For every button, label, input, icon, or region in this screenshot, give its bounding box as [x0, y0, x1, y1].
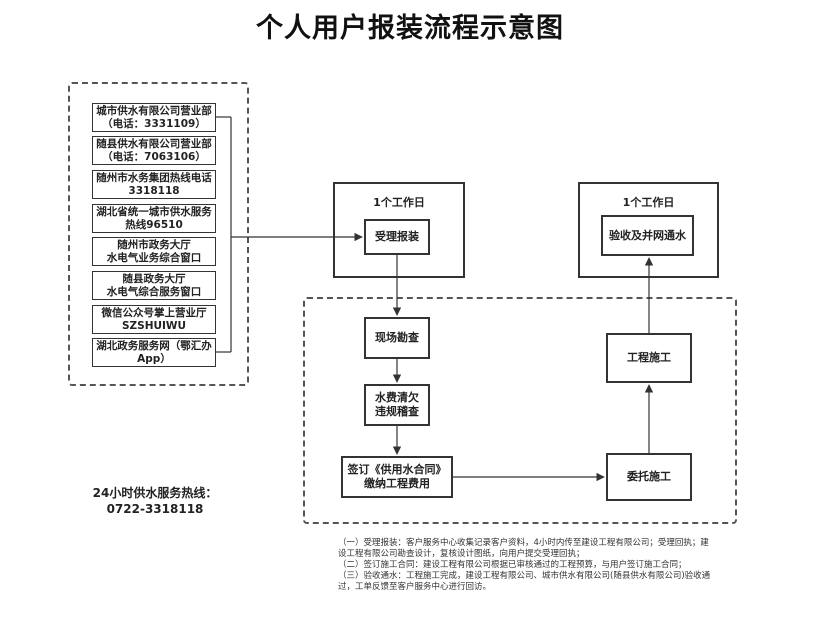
process-notes: （一）受理报装：客户服务中心收集记录客户资料，4小时内传至建设工程有限公司；受理…: [338, 538, 713, 593]
workday-frame-accept: [333, 182, 465, 278]
channel-item: 随州市水务集团热线电话 3318118: [92, 170, 216, 199]
note-item: （二）签订施工合同：建设工程有限公司根据已审核通过的工程预算，与用户签订施工合同…: [338, 560, 687, 570]
hotline-number: 0722-3318118: [106, 502, 204, 516]
workday-label-acceptance: 1个工作日: [622, 196, 675, 209]
step-arrears-label: 违规稽查: [375, 405, 419, 418]
channel-detail: （电话：7063106）: [102, 150, 206, 163]
step-arrears: 水费清欠 违规稽查: [364, 384, 430, 426]
service-hotline: 24小时供水服务热线： 0722-3318118: [80, 485, 230, 517]
step-survey-label: 现场勘查: [375, 331, 419, 344]
step-acceptance-label: 验收及并网通水: [609, 228, 686, 242]
step-arrears-label: 水费清欠: [375, 391, 419, 404]
process-group: [303, 297, 737, 524]
channel-detail: 水电气业务综合窗口: [106, 251, 202, 264]
channel-item: 随县供水有限公司营业部 （电话：7063106）: [92, 136, 216, 165]
channel-detail: App）: [137, 352, 171, 365]
channel-detail: SZSHUIWU: [121, 319, 187, 332]
page-title: 个人用户报装流程示意图: [256, 13, 564, 44]
channel-item: 湖北省统一城市供水服务 热线96510: [92, 204, 216, 233]
channel-item: 城市供水有限公司营业部 （电话：3331109）: [92, 103, 216, 132]
channel-group: [68, 82, 249, 386]
channel-detail: 热线96510: [125, 218, 183, 231]
channel-label: 随县政务大厅: [122, 272, 186, 285]
hotline-label: 24小时供水服务热线：: [92, 486, 218, 500]
step-contract-label: 签订《供用水合同》: [347, 463, 447, 476]
step-construction: 工程施工: [606, 333, 692, 383]
step-entrust-label: 委托施工: [627, 470, 671, 483]
step-contract: 签订《供用水合同》 缴纳工程费用: [341, 456, 453, 498]
channel-label: 城市供水有限公司营业部: [96, 104, 212, 117]
step-acceptance: 验收及并网通水: [601, 215, 694, 256]
note-item: （三）验收通水：工程施工完成，建设工程有限公司、城市供水有限公司(随县供水有限公…: [338, 571, 711, 592]
channel-detail: （电话：3331109）: [102, 117, 206, 130]
workday-label-accept: 1个工作日: [373, 196, 425, 209]
step-construction-label: 工程施工: [627, 351, 671, 364]
channel-detail: 3318118: [128, 184, 180, 197]
step-entrust: 委托施工: [606, 453, 692, 501]
channel-bracket: [216, 116, 232, 353]
channel-label: 湖北政务服务网（鄂汇办: [96, 339, 212, 352]
channel-detail: 水电气综合服务窗口: [106, 285, 202, 298]
channel-label: 随州市政务大厅: [117, 238, 191, 251]
note-item: （一）受理报装：客户服务中心收集记录客户资料，4小时内传至建设工程有限公司；受理…: [338, 538, 709, 559]
channel-label: 湖北省统一城市供水服务: [96, 205, 212, 218]
channel-label: 随县供水有限公司营业部: [96, 137, 212, 150]
channel-label: 随州市水务集团热线电话: [96, 171, 212, 184]
step-contract-label: 缴纳工程费用: [364, 477, 430, 490]
channel-item: 微信公众号掌上营业厅 SZSHUIWU: [92, 305, 216, 334]
channel-item: 随州市政务大厅 水电气业务综合窗口: [92, 237, 216, 266]
step-accept-label: 受理报装: [375, 230, 419, 243]
step-accept: 受理报装: [364, 219, 430, 255]
step-survey: 现场勘查: [364, 317, 430, 359]
channel-label: 微信公众号掌上营业厅: [101, 306, 207, 319]
channel-item: 随县政务大厅 水电气综合服务窗口: [92, 271, 216, 300]
channel-item: 湖北政务服务网（鄂汇办 App）: [92, 338, 216, 367]
